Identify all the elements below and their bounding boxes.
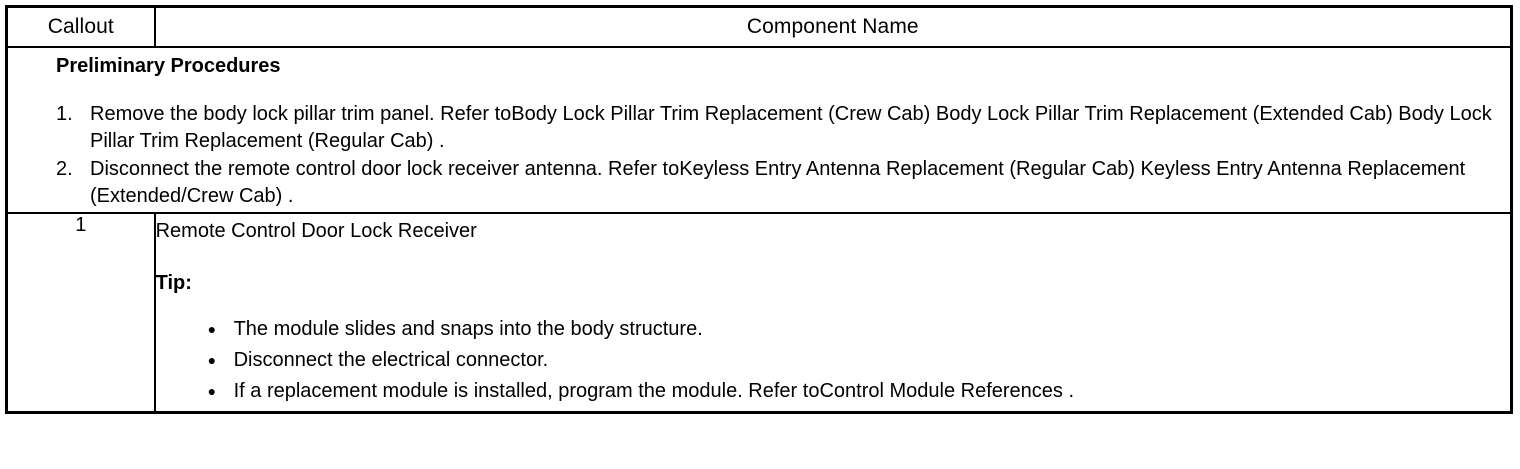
preliminary-procedures-cell: Preliminary Procedures Remove the body l… xyxy=(5,46,1513,214)
table-row: 1 Remote Control Door Lock Receiver Tip:… xyxy=(5,212,1513,414)
list-item: If a replacement module is installed, pr… xyxy=(208,376,1510,407)
preliminary-procedures-row: Preliminary Procedures Remove the body l… xyxy=(5,46,1513,214)
list-item: The module slides and snaps into the bod… xyxy=(208,314,1510,345)
preliminary-procedures-title: Preliminary Procedures xyxy=(56,55,281,77)
preliminary-step-2: Disconnect the remote control door lock … xyxy=(56,156,1466,207)
preliminary-steps-list: Remove the body lock pillar trim panel. … xyxy=(8,101,1510,210)
component-callout-table: Callout Component Name Preliminary Proce… xyxy=(5,5,1513,414)
tip-list: The module slides and snaps into the bod… xyxy=(156,314,1510,407)
preliminary-step-1: Remove the body lock pillar trim panel. … xyxy=(56,101,1492,152)
column-header-callout: Callout xyxy=(5,5,156,48)
component-name-text: Remote Control Door Lock Receiver xyxy=(155,220,477,242)
table-header: Callout Component Name xyxy=(5,5,1513,48)
tip-label: Tip: xyxy=(155,272,192,294)
list-item: Disconnect the electrical connector. xyxy=(208,345,1510,376)
table-header-row: Callout Component Name xyxy=(5,5,1513,48)
table-body: Preliminary Procedures Remove the body l… xyxy=(5,46,1513,414)
column-header-component-name: Component Name xyxy=(153,5,1513,48)
procedure-sheet: Callout Component Name Preliminary Proce… xyxy=(0,5,1520,469)
component-details-cell: Remote Control Door Lock Receiver Tip: T… xyxy=(153,212,1513,414)
callout-number: 1 xyxy=(5,212,156,414)
